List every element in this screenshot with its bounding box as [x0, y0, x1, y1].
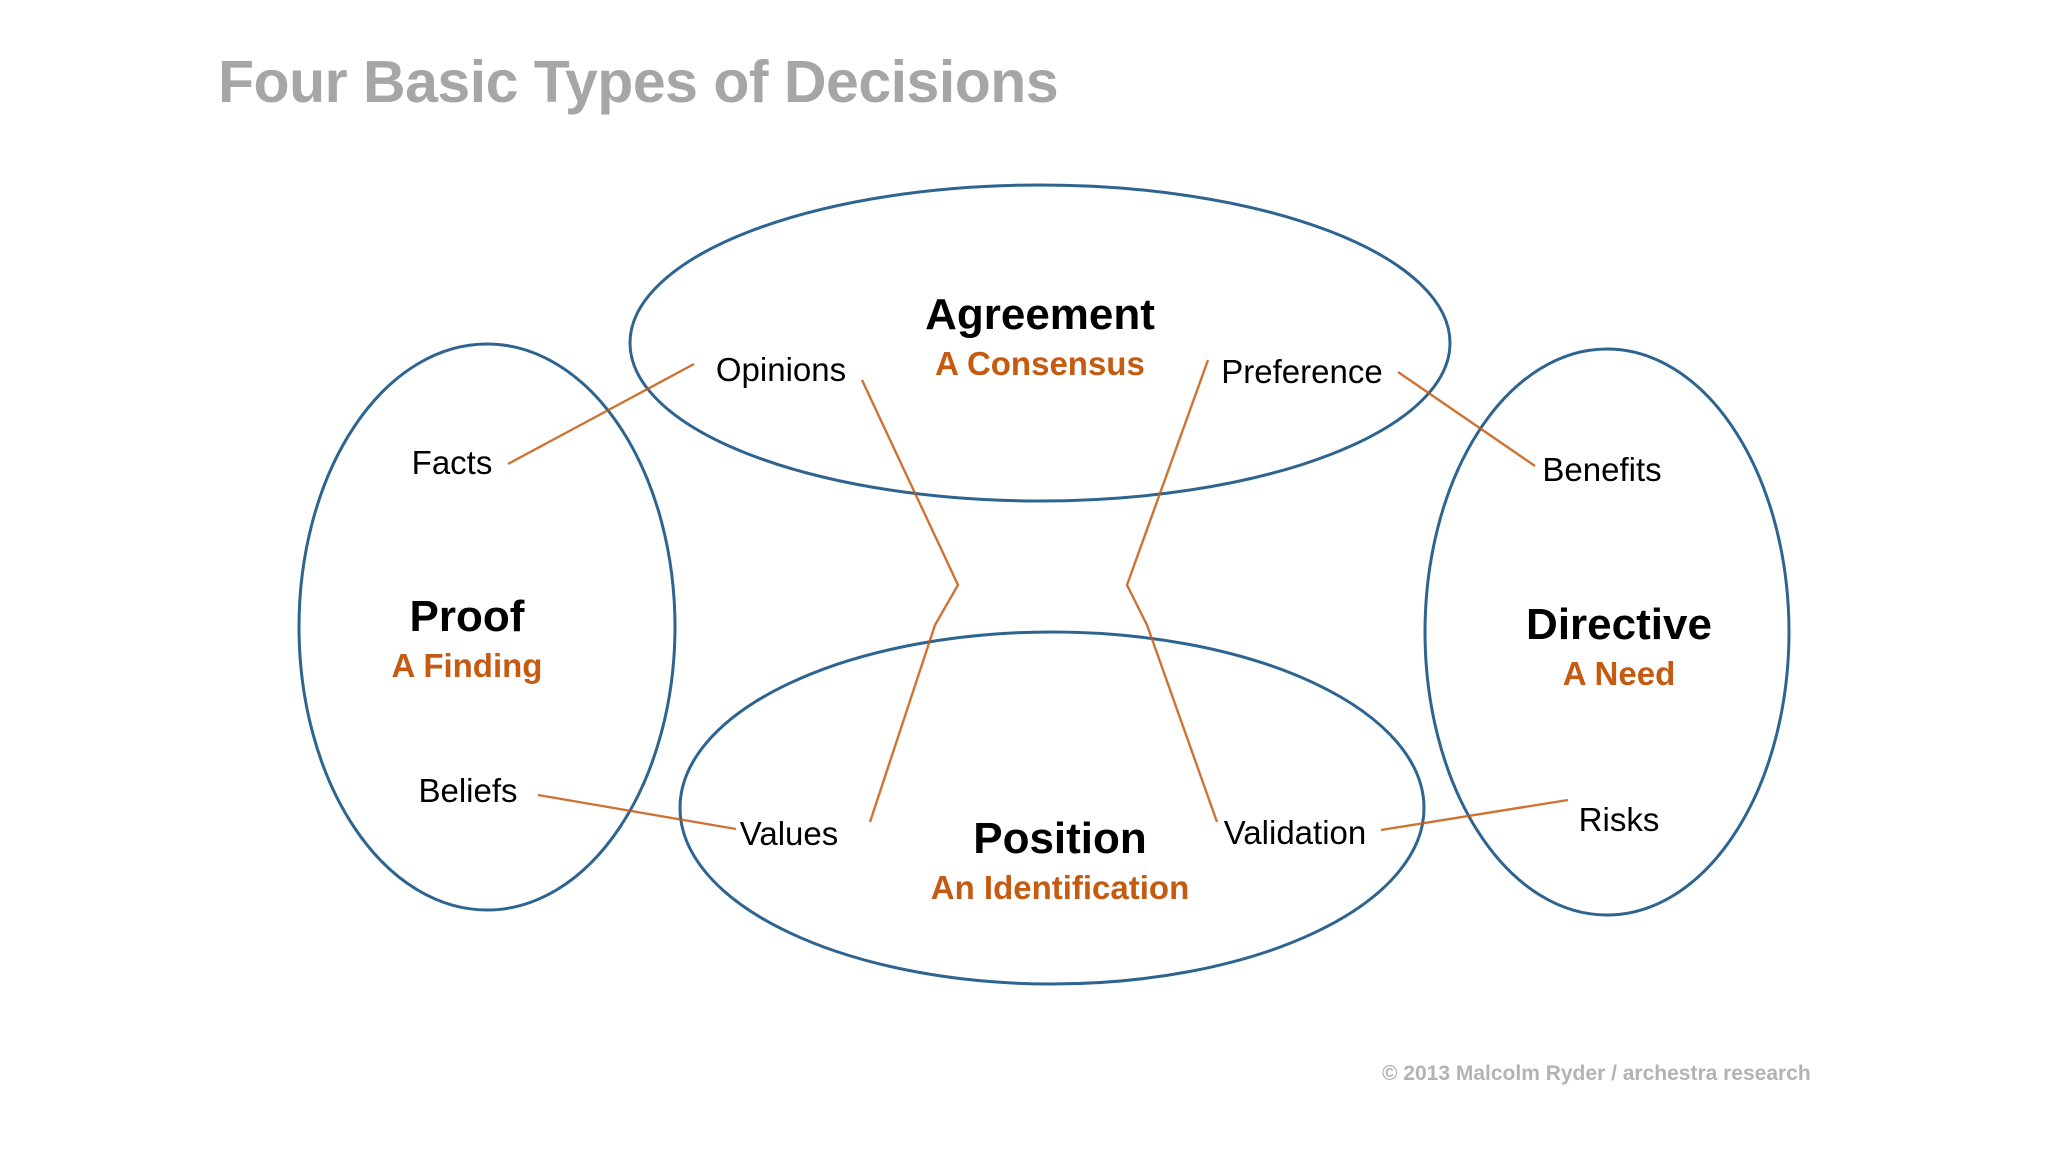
label-opinions[interactable]: Opinions [715, 351, 847, 388]
label-beliefs[interactable]: Beliefs [418, 772, 518, 809]
label-risks[interactable]: Risks [1578, 801, 1660, 838]
node-directive-subtitle: A Need [1562, 655, 1676, 693]
connector-beliefs-values [537, 793, 737, 831]
connector-preference-validation [1125, 359, 1219, 823]
copyright-notice: © 2013 Malcolm Ryder / archestra researc… [1382, 1062, 1811, 1085]
node-directive-title: Directive [1526, 599, 1712, 649]
ellipse-position[interactable] [678, 630, 1426, 986]
label-benefits[interactable]: Benefits [1542, 451, 1662, 488]
connector-facts-opinions [507, 362, 695, 466]
node-proof[interactable]: Proof A Finding [392, 592, 543, 688]
node-position-subtitle: An Identification [930, 869, 1190, 907]
label-values[interactable]: Values [739, 815, 839, 852]
page-title: Four Basic Types of Decisions [218, 49, 1059, 115]
node-agreement-title: Agreement [925, 289, 1155, 339]
node-proof-title: Proof [409, 591, 525, 641]
node-agreement-subtitle: A Consensus [935, 345, 1145, 383]
connector-preference-benefits [1397, 371, 1536, 467]
ellipse-agreement[interactable] [628, 183, 1452, 503]
ellipse-directive[interactable] [1423, 347, 1791, 917]
ellipse-proof[interactable] [297, 342, 677, 912]
connector-validation-risks [1380, 798, 1569, 832]
node-position-title: Position [973, 813, 1147, 863]
node-agreement[interactable]: Agreement A Consensus [925, 290, 1155, 386]
label-validation[interactable]: Validation [1223, 814, 1367, 851]
node-position[interactable]: Position An Identification [931, 814, 1190, 910]
label-facts[interactable]: Facts [411, 444, 493, 481]
node-directive[interactable]: Directive A Need [1526, 600, 1712, 696]
node-proof-subtitle: A Finding [391, 647, 543, 685]
label-preference[interactable]: Preference [1221, 353, 1383, 390]
connector-opinions-values [860, 379, 960, 823]
